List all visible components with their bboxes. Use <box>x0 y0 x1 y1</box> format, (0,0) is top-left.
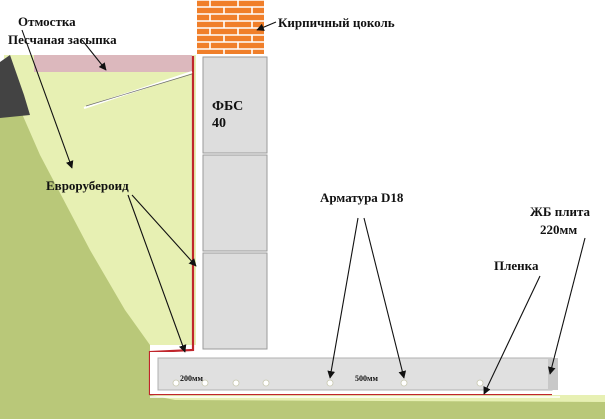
pointer-euro-1 <box>131 194 197 267</box>
pointer-slab <box>547 237 586 375</box>
label-film: Пленка <box>494 258 539 273</box>
fbs-block-3 <box>202 252 268 350</box>
pointer-otmostka <box>21 29 74 169</box>
pointer-film <box>483 275 541 395</box>
label-rebar: Арматура D18 <box>320 190 404 205</box>
pointer-rebar-2 <box>363 217 407 379</box>
rebar-points <box>172 379 484 387</box>
label-slab-line2: 220мм <box>540 222 577 237</box>
pointer-rebar-1 <box>327 217 359 379</box>
fbs-block-1 <box>202 56 268 154</box>
slope-line-dark <box>85 73 193 107</box>
rebar-dot <box>232 379 240 387</box>
fbs-block-2 <box>202 154 268 252</box>
ground-area <box>0 100 605 419</box>
label-brick-plinth: Кирпичный цоколь <box>278 15 395 30</box>
ground-cut-edge <box>0 55 30 118</box>
label-otmostka: Отмостка <box>18 14 76 29</box>
pointer-sand <box>81 39 107 71</box>
rebar-dot <box>172 379 180 387</box>
label-slab-line1: ЖБ плита <box>530 204 591 219</box>
otmostka-slab <box>34 55 192 72</box>
pointer-euro-2 <box>127 194 187 353</box>
label-fbs-line2: 40 <box>212 116 226 131</box>
rebar-dot <box>476 379 484 387</box>
pointer-brick <box>256 21 277 31</box>
label-fbs-line1: ФБС <box>212 99 243 114</box>
rebar-dot <box>201 379 209 387</box>
label-euroruberoid: Еврорубероид <box>46 178 129 193</box>
rebar-dot <box>400 379 408 387</box>
label-sand-backfill: Песчаная засыпка <box>8 32 117 47</box>
brick-plinth <box>197 0 264 54</box>
rebar-dot <box>326 379 334 387</box>
label-dim-200: 200мм <box>180 374 203 383</box>
rebar-dot <box>262 379 270 387</box>
label-dim-500: 500мм <box>355 374 378 383</box>
sand-backfill-area <box>0 55 605 419</box>
concrete-slab <box>157 357 553 391</box>
